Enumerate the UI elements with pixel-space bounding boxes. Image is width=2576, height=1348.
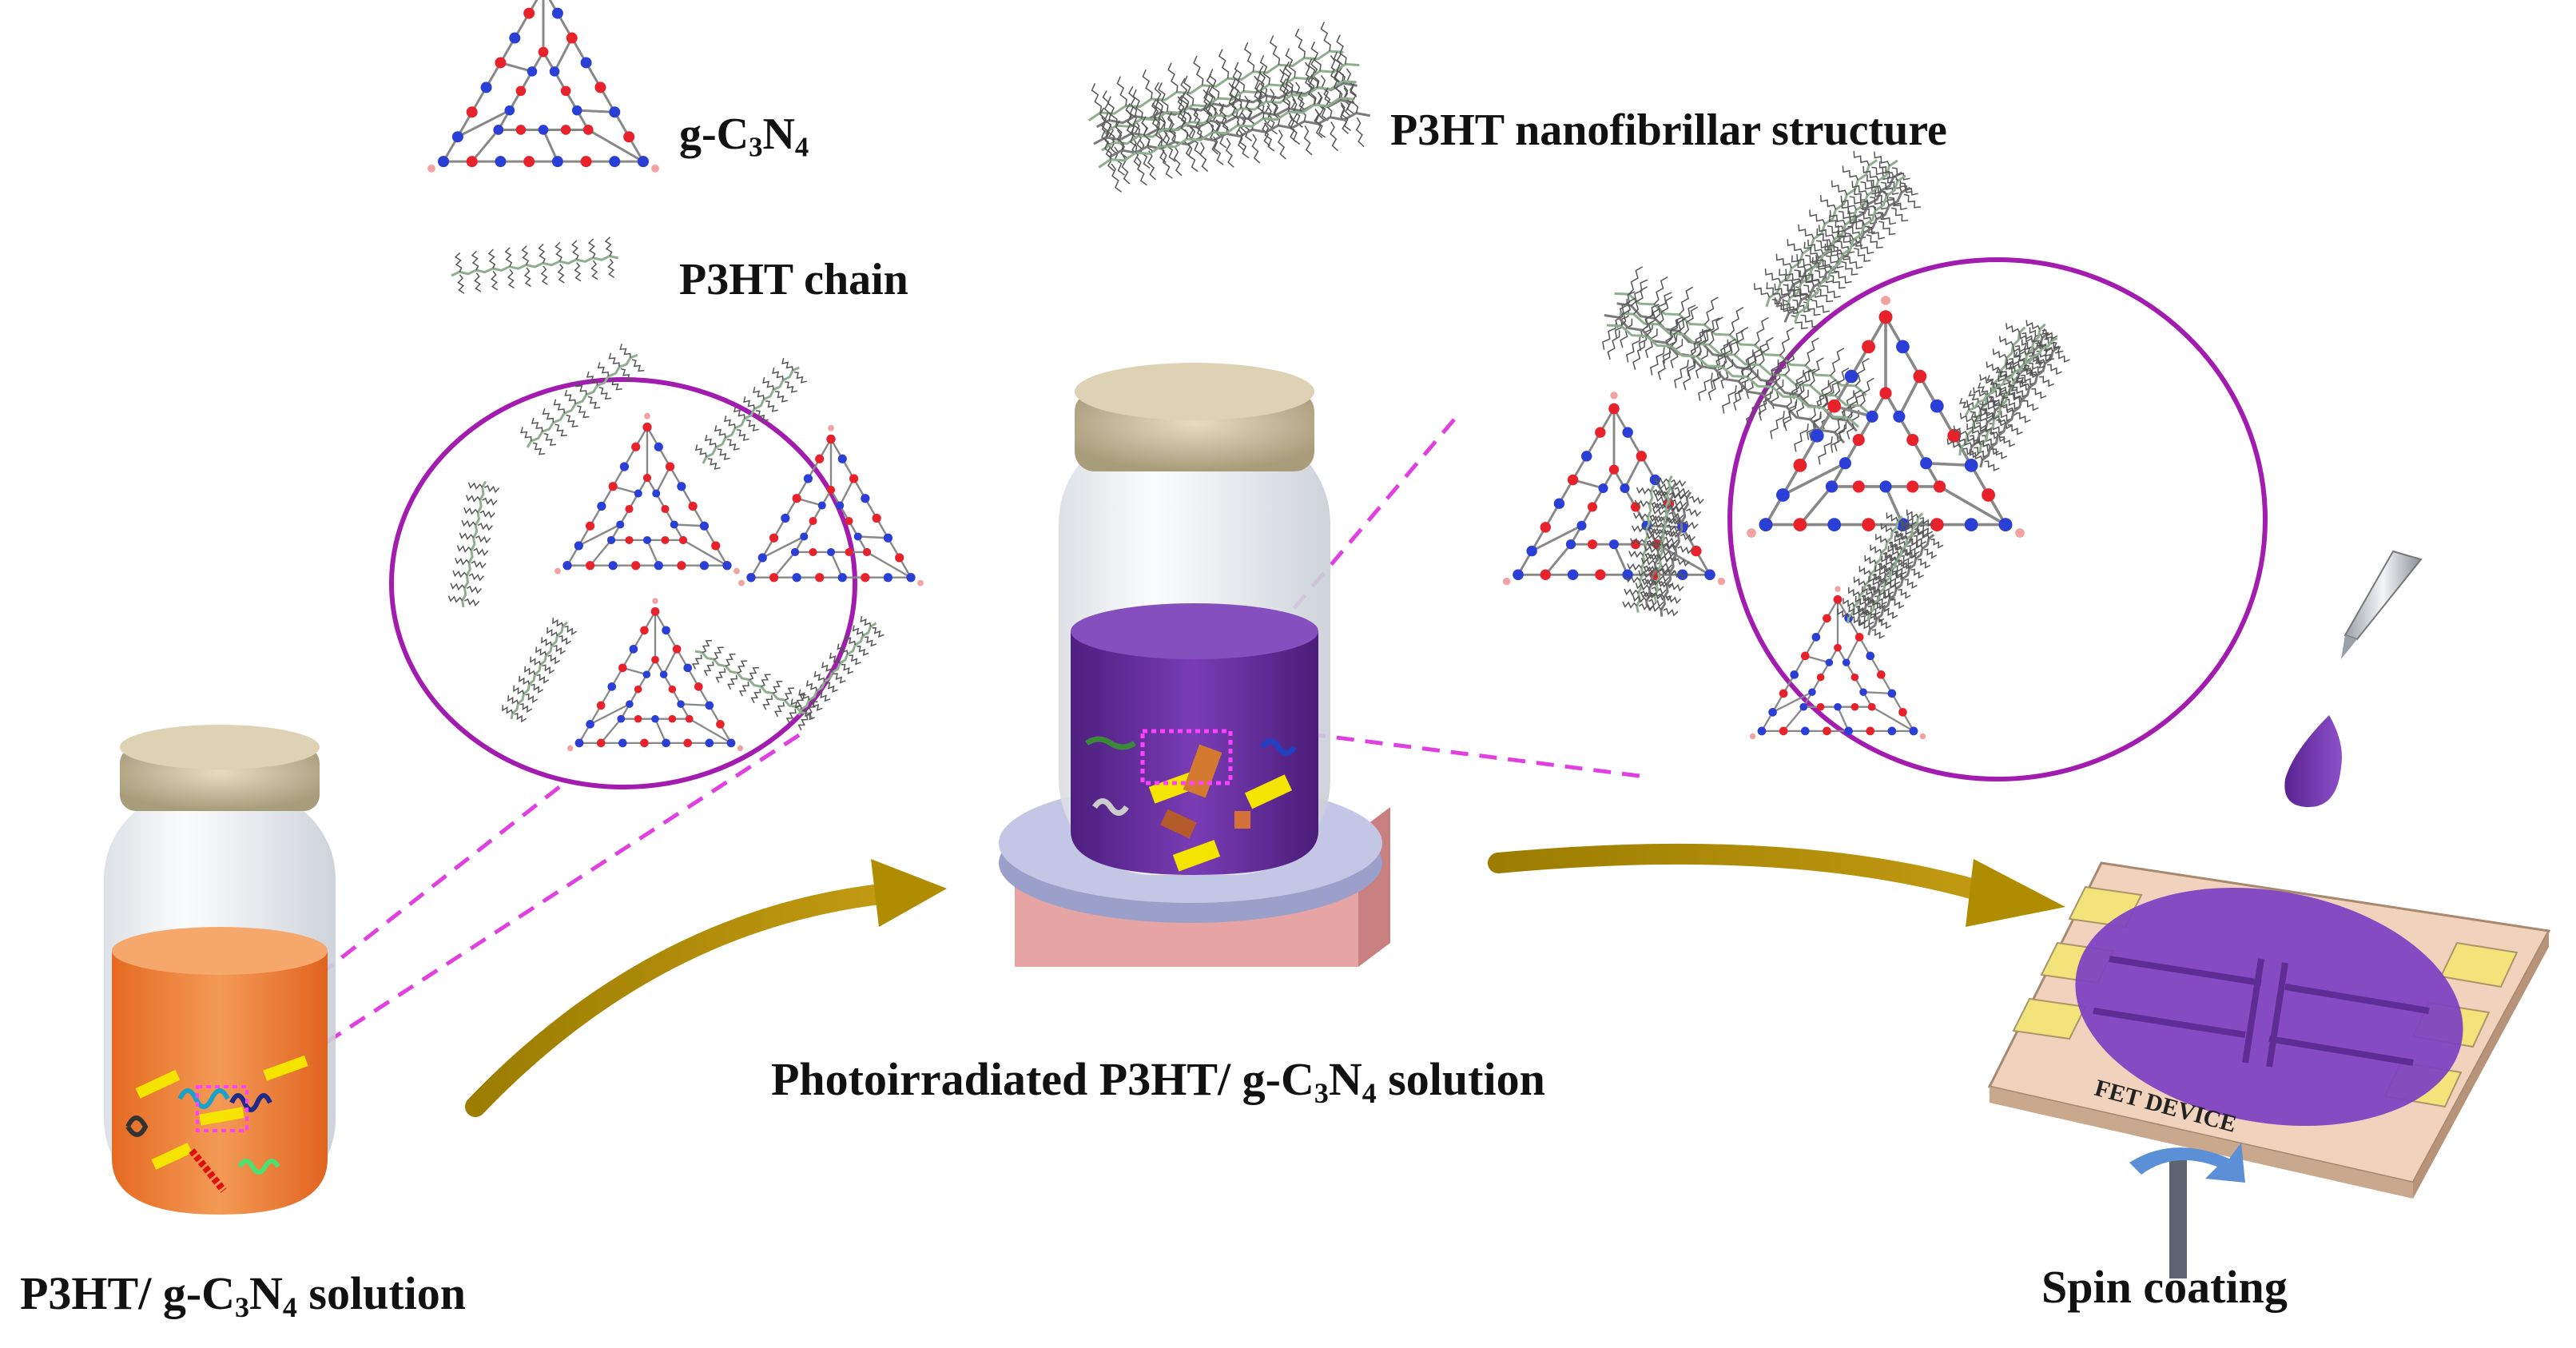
p3ht-chain <box>1087 22 1344 146</box>
g-c3n4-unit <box>1502 392 1726 586</box>
spin-arrow-icon <box>2129 1143 2245 1183</box>
g-c3n4-unit <box>738 424 924 587</box>
p3ht-chain <box>1958 328 2064 423</box>
uv-label: UV <box>1127 964 1201 1020</box>
arrow-middle-to-right <box>1488 843 2004 905</box>
g-c3n4-unit <box>1747 296 2025 538</box>
p3ht-chain <box>1782 166 1918 328</box>
p3ht-chain <box>691 639 818 731</box>
nanofibril <box>1753 150 1921 329</box>
mixture-molecules <box>447 344 924 752</box>
p3ht-chain <box>447 480 500 608</box>
nanofibril <box>1602 266 1874 465</box>
nanofibril-molecules <box>1502 150 2070 740</box>
g-c3n4-unit <box>566 598 744 752</box>
g-c3n4-unit <box>1749 586 1926 740</box>
photoirradiated-label: Photoirradiated P3HT/ g-C3N4 solution <box>771 1053 1545 1110</box>
p3ht-chain <box>1103 34 1360 159</box>
p3ht-chain <box>1632 482 1690 608</box>
zoom-circle-left <box>389 377 857 789</box>
pipette-icon <box>2341 550 2423 659</box>
p3ht-chain <box>1602 291 1851 465</box>
p3ht-chain <box>1101 51 1357 176</box>
nanofibril <box>1946 320 2070 471</box>
p3ht-chain <box>1774 176 1921 329</box>
p3ht-chain <box>502 618 578 723</box>
nanofibril <box>1087 22 1370 193</box>
vial-icon <box>104 725 336 1215</box>
p3ht-chain <box>790 615 885 721</box>
g-c3n4-triangle-icon <box>427 0 659 173</box>
p3ht-chain-icon <box>451 237 619 294</box>
solution-label: P3HT/ g-C3N4 solution <box>20 1267 467 1324</box>
arrowhead-left <box>871 859 947 927</box>
p3ht-chain <box>1858 529 1944 639</box>
p3ht-chain <box>1774 151 1910 313</box>
p3ht-chain <box>694 357 808 470</box>
legend-chain-label: P3HT chain <box>679 255 908 304</box>
nanofibril-icon <box>1087 22 1370 193</box>
nanofibril <box>1622 475 1704 617</box>
fet-device-icon <box>1987 861 2551 1278</box>
legend-gcn-label: g-C3N4 <box>679 109 809 163</box>
nanofibril <box>1837 509 1944 639</box>
p3ht-chain <box>1647 491 1704 617</box>
p3ht-chain <box>1753 150 1890 312</box>
droplet-icon <box>2284 715 2342 807</box>
p3ht-chain <box>1098 68 1354 193</box>
arrowhead-right <box>1966 859 2065 927</box>
vial-icon-purple <box>1059 363 1330 875</box>
legend-fibril-label: P3HT nanofibrillar structure <box>1390 105 1947 155</box>
g-c3n4-unit <box>427 0 659 173</box>
spin-coating-label: Spin coating <box>2041 1261 2288 1313</box>
arrow-left-to-middle <box>465 883 897 1117</box>
p3ht-chain <box>1606 297 1862 451</box>
g-c3n4-unit <box>555 412 740 575</box>
p3ht-chain <box>520 344 645 455</box>
p3ht-chain <box>451 237 619 294</box>
